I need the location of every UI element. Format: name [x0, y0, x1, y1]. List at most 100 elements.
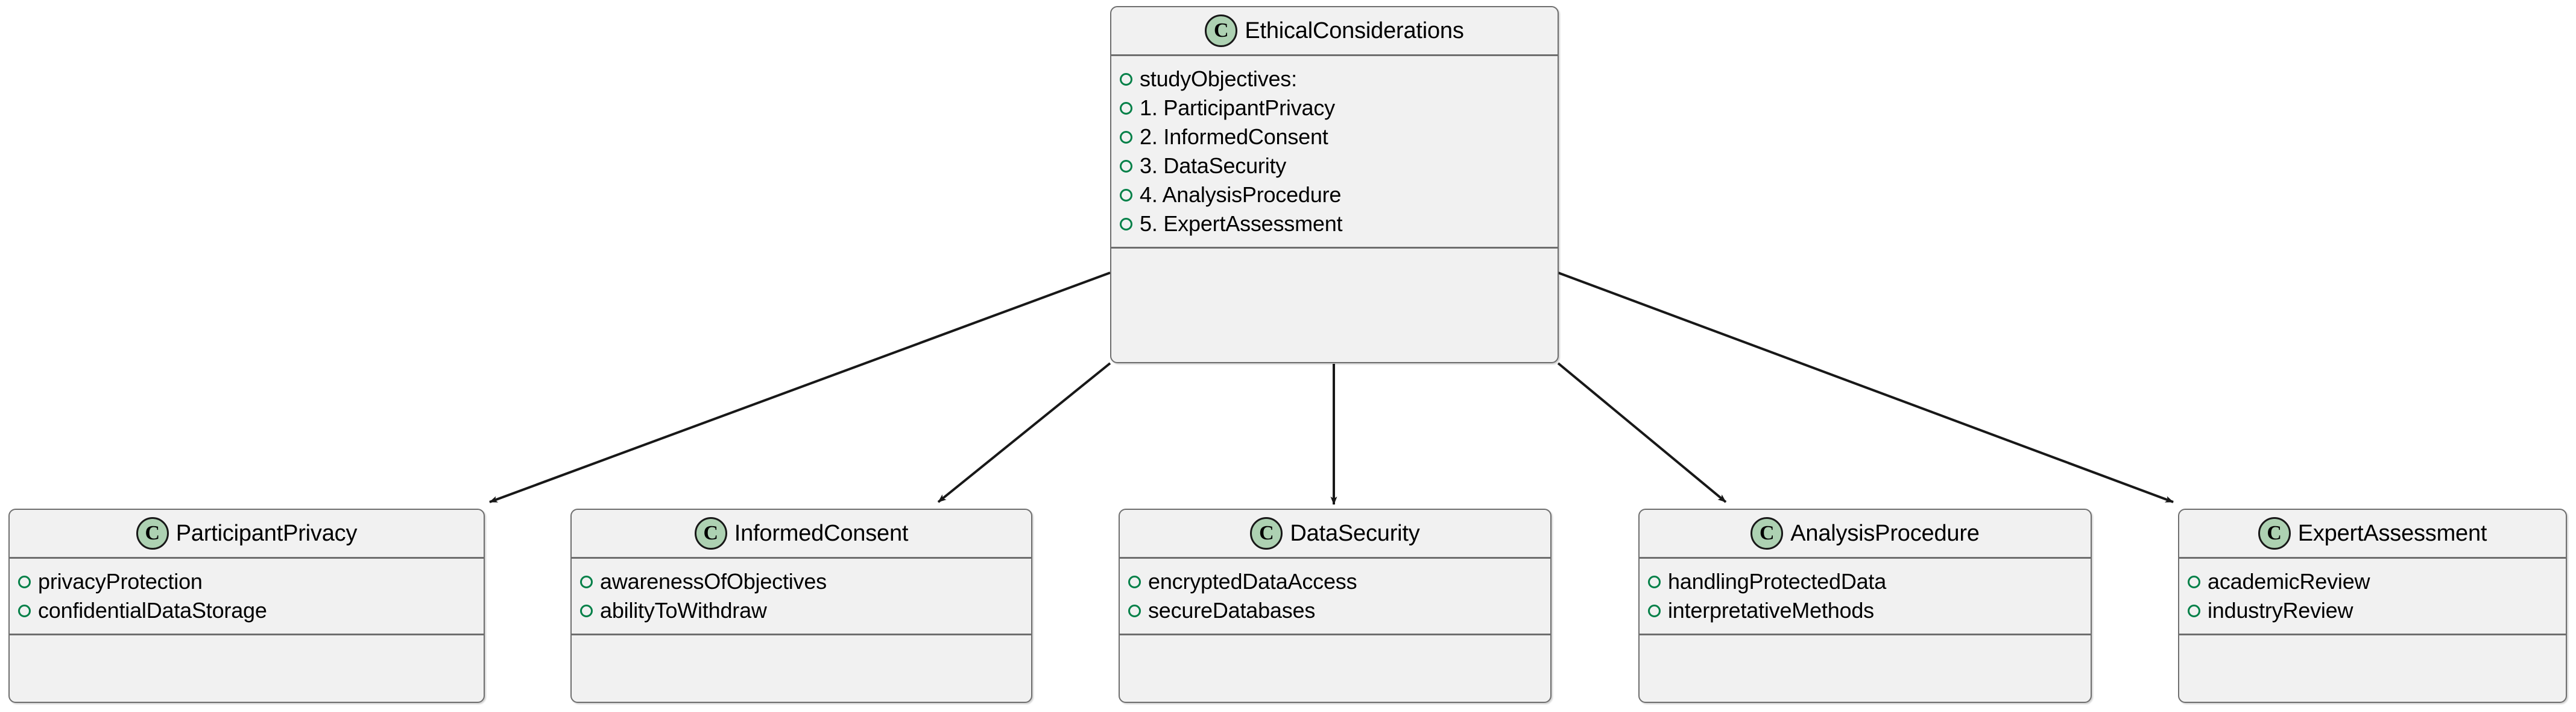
field-label: academicReview: [2208, 569, 2370, 594]
header-divider: [572, 557, 1031, 559]
field-row: 5. ExpertAssessment: [1111, 209, 1558, 238]
field-label: abilityToWithdraw: [600, 598, 767, 623]
field-label: industryReview: [2208, 598, 2353, 623]
field-marker-icon: [1128, 575, 1141, 588]
field-row: 2. InformedConsent: [1111, 122, 1558, 151]
class-header-expertassessment: C ExpertAssessment: [2179, 510, 2566, 557]
methods-divider: [1120, 634, 1550, 635]
class-methods-datasecurity: [1120, 635, 1550, 657]
class-box-participantprivacy[interactable]: C ParticipantPrivacy privacyProtection c…: [8, 509, 485, 703]
header-divider: [1640, 557, 2091, 559]
field-marker-icon: [1120, 130, 1132, 144]
class-icon-letter: C: [2267, 522, 2282, 544]
field-marker-icon: [1120, 101, 1132, 115]
field-label: 1. ParticipantPrivacy: [1140, 95, 1335, 120]
methods-divider: [572, 634, 1031, 635]
edge-root-to-analysisprocedure: [1557, 362, 1727, 503]
field-marker-icon: [1128, 604, 1141, 617]
field-label: 4. AnalysisProcedure: [1140, 182, 1342, 207]
class-icon-letter: C: [145, 522, 160, 544]
class-box-informedconsent[interactable]: C InformedConsent awarenessOfObjectives …: [570, 509, 1032, 703]
class-methods-analysisprocedure: [1640, 635, 2091, 657]
class-icon-letter: C: [1214, 19, 1229, 42]
field-row: secureDatabases: [1120, 596, 1550, 625]
field-label: awarenessOfObjectives: [600, 569, 827, 594]
field-label: studyObjectives:: [1140, 66, 1297, 91]
methods-divider: [1111, 247, 1558, 249]
field-row: 3. DataSecurity: [1111, 151, 1558, 180]
class-fields-participantprivacy: privacyProtection confidentialDataStorag…: [10, 559, 484, 634]
class-title: InformedConsent: [734, 520, 909, 546]
field-row: industryReview: [2179, 596, 2566, 625]
class-fields-analysisprocedure: handlingProtectedData interpretativeMeth…: [1640, 559, 2091, 634]
class-methods-informedconsent: [572, 635, 1031, 657]
class-title: ParticipantPrivacy: [175, 520, 358, 546]
header-divider: [1120, 557, 1550, 559]
edge-root-to-informedconsent: [937, 362, 1111, 503]
field-marker-icon: [18, 604, 31, 617]
class-header-ethicalconsiderations: C EthicalConsiderations: [1111, 7, 1558, 54]
class-fields-datasecurity: encryptedDataAccess secureDatabases: [1120, 559, 1550, 634]
methods-divider: [2179, 634, 2566, 635]
field-marker-icon: [2188, 575, 2200, 588]
field-marker-icon: [1120, 72, 1132, 86]
class-header-datasecurity: C DataSecurity: [1120, 510, 1550, 557]
field-row: studyObjectives:: [1111, 65, 1558, 94]
field-label: confidentialDataStorage: [38, 598, 267, 623]
class-fields-informedconsent: awarenessOfObjectives abilityToWithdraw: [572, 559, 1031, 634]
class-header-participantprivacy: C ParticipantPrivacy: [10, 510, 484, 557]
field-row: abilityToWithdraw: [572, 596, 1031, 625]
header-divider: [10, 557, 484, 559]
class-fields-expertassessment: academicReview industryReview: [2179, 559, 2566, 634]
field-label: handlingProtectedData: [1668, 569, 1887, 594]
class-title: AnalysisProcedure: [1790, 520, 1980, 546]
field-row: awarenessOfObjectives: [572, 567, 1031, 596]
class-methods-ethicalconsiderations: [1111, 249, 1558, 270]
field-marker-icon: [1120, 188, 1132, 202]
field-label: 5. ExpertAssessment: [1140, 211, 1343, 236]
class-icon: C: [136, 517, 169, 550]
field-label: encryptedDataAccess: [1148, 569, 1357, 594]
class-header-informedconsent: C InformedConsent: [572, 510, 1031, 557]
class-title: DataSecurity: [1290, 520, 1420, 546]
class-icon: C: [1250, 517, 1283, 550]
class-title: EthicalConsiderations: [1245, 17, 1464, 43]
field-marker-icon: [580, 604, 593, 617]
field-row: handlingProtectedData: [1640, 567, 2091, 596]
field-row: 4. AnalysisProcedure: [1111, 180, 1558, 209]
class-methods-expertassessment: [2179, 635, 2566, 657]
class-icon: C: [694, 517, 727, 550]
field-marker-icon: [1120, 217, 1132, 230]
field-marker-icon: [1648, 575, 1661, 588]
field-label: 2. InformedConsent: [1140, 124, 1328, 149]
header-divider: [1111, 54, 1558, 56]
field-row: privacyProtection: [10, 567, 484, 596]
class-title: ExpertAssessment: [2297, 520, 2487, 546]
field-label: interpretativeMethods: [1668, 598, 1874, 623]
field-row: confidentialDataStorage: [10, 596, 484, 625]
class-icon-letter: C: [1259, 522, 1274, 544]
field-label: privacyProtection: [38, 569, 203, 594]
class-header-analysisprocedure: C AnalysisProcedure: [1640, 510, 2091, 557]
field-marker-icon: [18, 575, 31, 588]
class-icon: C: [1750, 517, 1784, 550]
class-methods-participantprivacy: [10, 635, 484, 657]
field-marker-icon: [1648, 604, 1661, 617]
methods-divider: [1640, 634, 2091, 635]
class-icon: C: [2258, 517, 2291, 550]
field-marker-icon: [2188, 604, 2200, 617]
class-box-expertassessment[interactable]: C ExpertAssessment academicReview indust…: [2178, 509, 2567, 703]
field-row: encryptedDataAccess: [1120, 567, 1550, 596]
edge-root-to-expertassessment: [1558, 272, 2174, 503]
header-divider: [2179, 557, 2566, 559]
class-box-analysisprocedure[interactable]: C AnalysisProcedure handlingProtectedDat…: [1638, 509, 2092, 703]
class-box-datasecurity[interactable]: C DataSecurity encryptedDataAccess secur…: [1119, 509, 1552, 703]
field-label: 3. DataSecurity: [1140, 153, 1287, 178]
class-box-ethicalconsiderations[interactable]: C EthicalConsiderations studyObjectives:…: [1110, 6, 1559, 363]
class-icon: C: [1205, 14, 1238, 47]
field-row: academicReview: [2179, 567, 2566, 596]
field-label: secureDatabases: [1148, 598, 1316, 623]
class-icon-letter: C: [1760, 522, 1775, 544]
field-marker-icon: [580, 575, 593, 588]
